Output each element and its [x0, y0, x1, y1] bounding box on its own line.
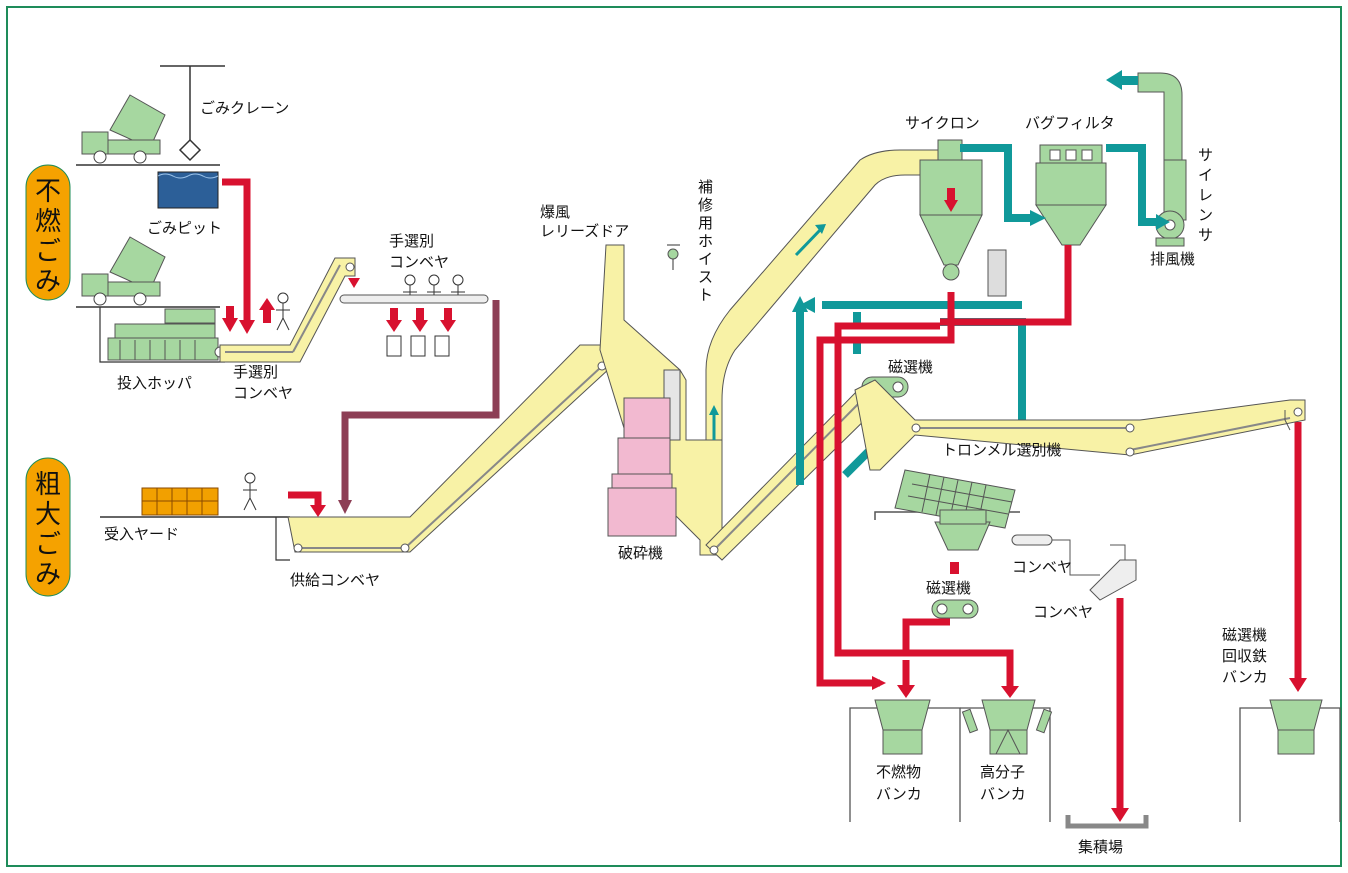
dump-truck-icon: [76, 236, 220, 308]
svg-text:サ: サ: [1198, 146, 1213, 164]
collection-area: [1065, 815, 1149, 829]
svg-text:イ: イ: [1198, 166, 1213, 184]
conveyor-2-label: コンベヤ: [1033, 603, 1093, 621]
cyclone: [919, 139, 983, 281]
polymer-bunker: [960, 699, 1053, 822]
svg-text:ン: ン: [1198, 206, 1213, 224]
feed-conveyor: [275, 344, 611, 561]
bag-filter: [1035, 144, 1107, 246]
svg-text:大: 大: [35, 500, 61, 530]
input-hopper: [99, 307, 226, 363]
waste-crane-icon: [160, 65, 225, 162]
svg-text:ホ: ホ: [698, 232, 713, 250]
trommel-label: トロンメル選別機: [942, 441, 1062, 459]
hand-sorting-conveyor-b: [339, 274, 489, 357]
incomb-bunker-label-2: バンカ: [876, 785, 922, 803]
polymer-bunker-label-2: バンカ: [980, 785, 1026, 803]
crusher-output-conveyor: [705, 387, 881, 561]
svg-text:イ: イ: [698, 250, 713, 268]
magnet-2-label: 磁選機: [926, 579, 971, 597]
conveyor-1-label: コンベヤ: [1012, 558, 1072, 576]
receiving-yard: [100, 472, 290, 518]
crusher-label: 破砕機: [618, 544, 663, 562]
pit-label: ごみピット: [147, 219, 222, 237]
maroon-flow-line: [341, 300, 500, 505]
maintenance-hoist-icon: [667, 244, 680, 270]
exhaust-fan-label: 排風機: [1150, 250, 1195, 268]
svg-text:み: み: [35, 560, 61, 590]
exhaust-fan-icon: [1155, 210, 1185, 247]
hand-conveyor-a-label-2: コンベヤ: [233, 384, 293, 402]
cyclone-label: サイクロン: [905, 114, 980, 132]
trommel-feed-conveyor: [854, 379, 1306, 471]
svg-text:レ: レ: [1198, 186, 1213, 204]
incomb-bunker-label-1: 不燃物: [876, 763, 921, 781]
svg-text:み: み: [35, 267, 61, 297]
worker-icon: [276, 292, 290, 331]
hand-conveyor-b-label-2: コンベヤ: [389, 253, 449, 271]
magnetic-separator-2: [931, 599, 979, 619]
svg-text:ご: ご: [35, 237, 61, 267]
hoist-label: 補 修 用 ホ イ ス ト: [698, 178, 713, 304]
svg-text:用: 用: [698, 214, 713, 232]
svg-text:燃: 燃: [35, 207, 61, 237]
yard-label: 受入ヤード: [104, 525, 179, 543]
conveyor-2: [1089, 544, 1137, 601]
conveyor-1: [1011, 534, 1100, 576]
svg-text:ス: ス: [698, 268, 713, 286]
blast-door-label-2: レリーズドア: [540, 222, 629, 240]
incombustible-waste-badge: 不 燃 ご み: [25, 164, 71, 301]
hand-sorting-conveyor-a: [219, 257, 356, 363]
red-flow-lines: [222, 178, 1302, 812]
hand-conveyor-b-label-1: 手選別: [389, 232, 434, 250]
magnet-bunker-label-3: バンカ: [1222, 668, 1268, 686]
hand-conveyor-a-label-1: 手選別: [233, 363, 278, 381]
svg-text:修: 修: [698, 196, 713, 214]
bag-filter-label: バグフィルタ: [1025, 114, 1115, 132]
collection-label: 集積場: [1078, 838, 1123, 856]
waste-pit: [157, 171, 219, 209]
magnet-bunker-label-1: 磁選機: [1222, 626, 1267, 644]
svg-text:ご: ご: [35, 530, 61, 560]
svg-text:補: 補: [698, 178, 713, 196]
oversized-waste-badge: 粗 大 ご み: [25, 457, 71, 597]
svg-text:サ: サ: [1198, 226, 1213, 244]
magnet-bunker-label-2: 回収鉄: [1222, 647, 1267, 665]
svg-text:粗: 粗: [35, 470, 61, 500]
silencer: [1137, 72, 1187, 221]
crane-label: ごみクレーン: [200, 99, 289, 117]
hopper-label: 投入ホッパ: [117, 374, 192, 392]
incombustible-bunker: [849, 699, 961, 822]
trommel-separator: [874, 469, 1020, 551]
feed-conveyor-label: 供給コンベヤ: [290, 571, 380, 589]
blast-door-label-1: 爆風: [540, 203, 570, 221]
crusher: [599, 244, 723, 556]
damper: [987, 249, 1007, 297]
magnet-iron-bunker: [1239, 699, 1341, 822]
magnet-1-label: 磁選機: [888, 358, 933, 376]
dump-truck-icon: [76, 94, 220, 166]
svg-text:不: 不: [35, 177, 61, 207]
polymer-bunker-label-1: 高分子: [980, 763, 1025, 781]
svg-text:ト: ト: [698, 286, 713, 304]
silencer-label: サ イ レ ン サ: [1198, 146, 1213, 244]
